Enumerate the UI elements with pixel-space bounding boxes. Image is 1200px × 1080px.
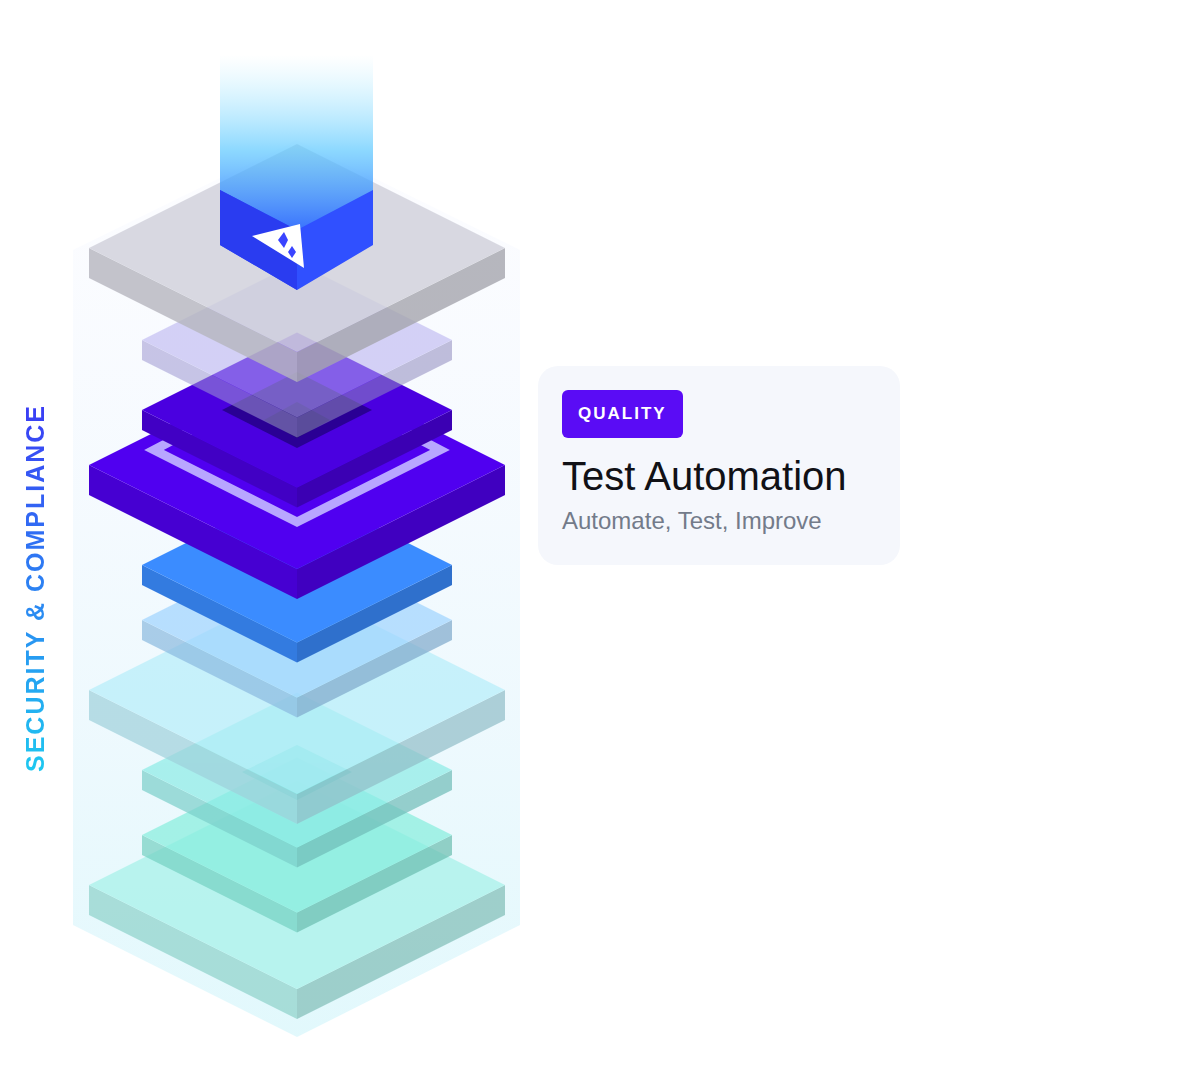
info-card: QUALITY Test AutomationAutomate, Test, Im… [538, 366, 900, 565]
card-title: Test Automation [562, 452, 876, 500]
vertical-side-label: SECURITY & COMPLIANCE [20, 404, 50, 772]
card-subtitle: Automate, Test, Improve [562, 506, 876, 536]
category-badge: QUALITY [562, 390, 683, 438]
badge-text: QUALITY [578, 404, 667, 423]
